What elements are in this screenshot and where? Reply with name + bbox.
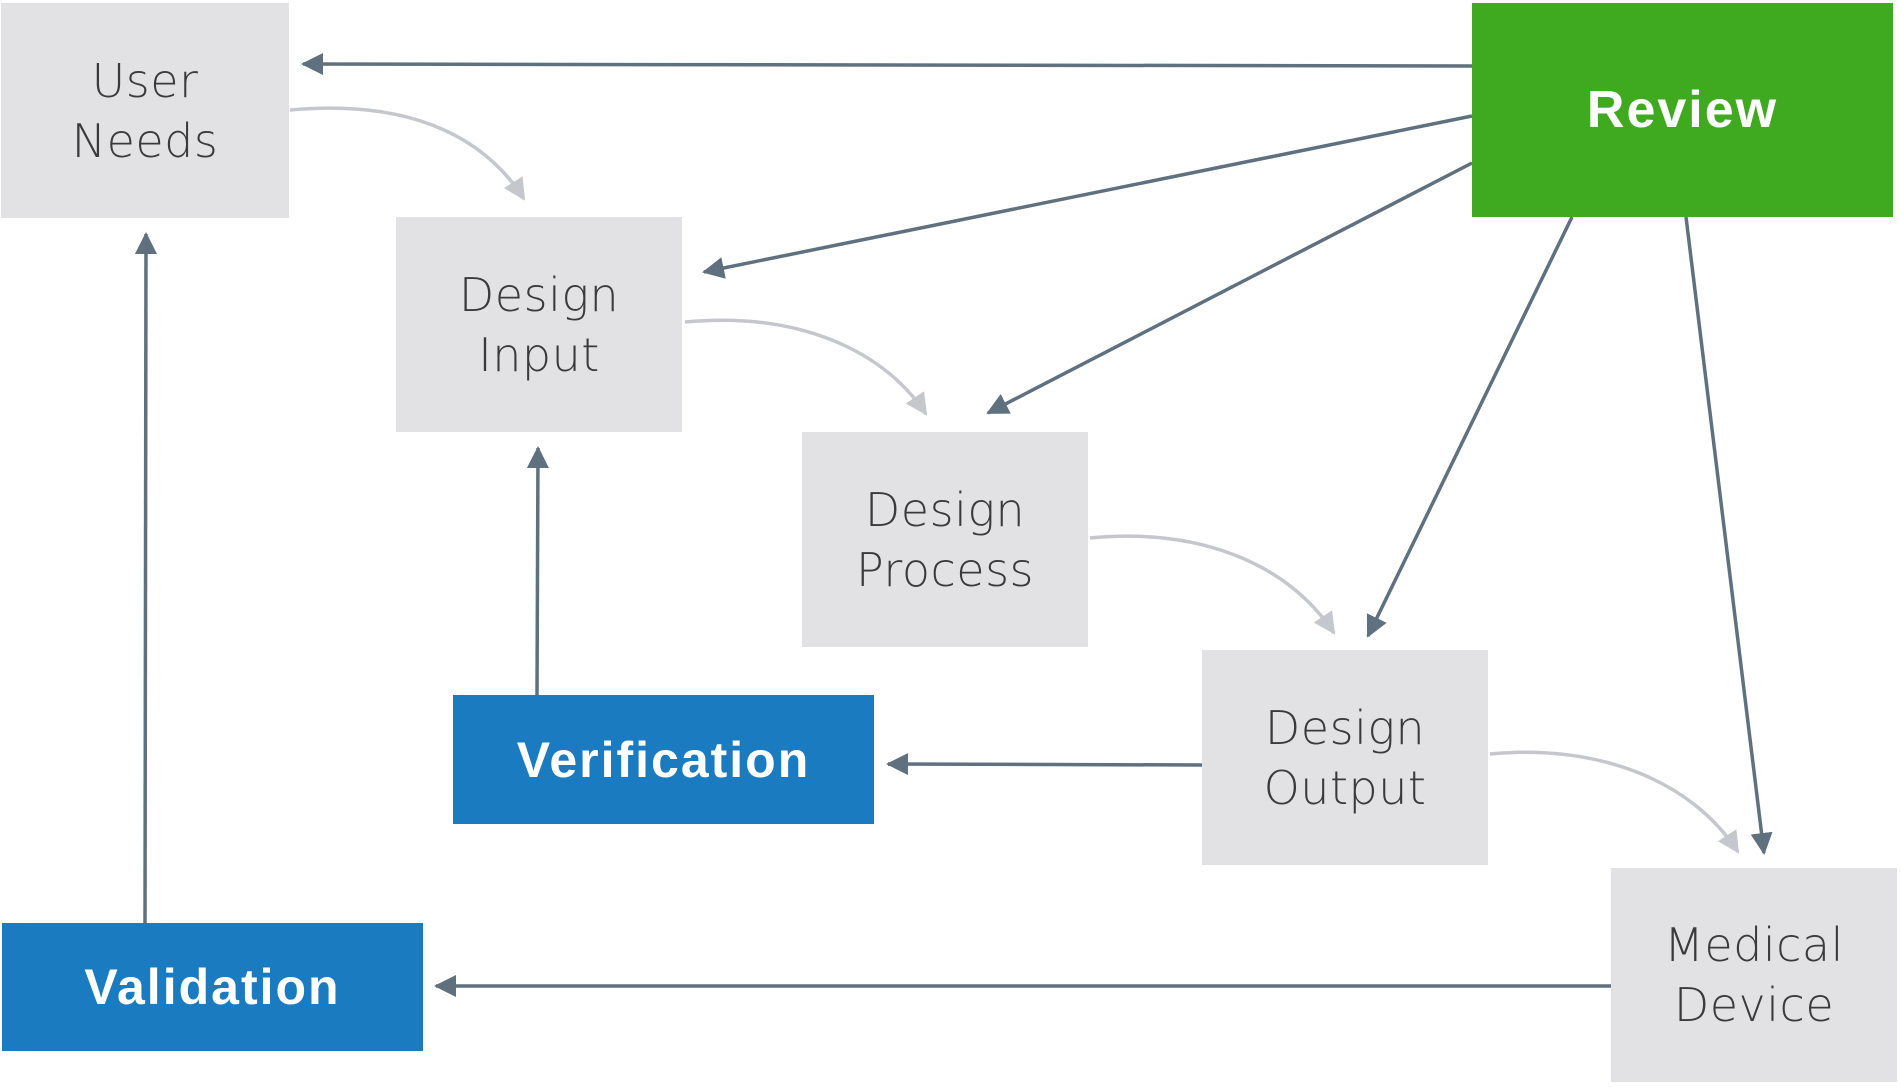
feedback-arrow-review-to-medical-device (1684, 216, 1773, 855)
node-design-output-line1: Design (1264, 700, 1426, 755)
node-verification-label: Verification (516, 731, 811, 788)
node-validation-label: Validation (84, 959, 341, 1015)
node-medical-device-line1: Medical (1664, 918, 1844, 972)
node-design-output-line2: Output (1263, 760, 1427, 815)
feedback-arrow-review-to-design-output (1366, 216, 1574, 638)
node-review-label: Review (1586, 81, 1779, 139)
feedback-arrow-review-to-user-needs (301, 53, 1473, 76)
node-design-process: Design Process (802, 432, 1088, 647)
flow-arrow-user-needs-to-design-input (289, 106, 526, 201)
flow-arrow-design-output-to-medical-device (1489, 750, 1740, 854)
node-design-input-line1: Design (458, 267, 620, 322)
node-design-output: Design Output (1202, 650, 1488, 865)
feedback-arrow-design-output-to-verification (886, 753, 1203, 776)
node-review: Review (1472, 3, 1893, 217)
feedback-arrow-validation-to-user-needs (134, 232, 157, 924)
flow-arrow-design-input-to-design-process (684, 318, 928, 416)
feedback-arrow-verification-to-design-input (526, 446, 549, 696)
node-medical-device: Medical Device (1611, 868, 1897, 1082)
node-user-needs-line2: Needs (71, 113, 219, 168)
feedback-arrow-review-to-design-input (702, 114, 1473, 279)
node-design-input-line2: Input (478, 327, 600, 382)
node-user-needs: User Needs (1, 3, 289, 218)
node-design-input: Design Input (396, 217, 682, 432)
node-verification: Verification (453, 695, 874, 824)
node-validation: Validation (2, 923, 423, 1051)
node-medical-device-line2: Device (1673, 978, 1835, 1032)
feedback-arrow-review-to-design-process (986, 161, 1473, 415)
node-user-needs-line1: User (91, 53, 199, 108)
node-design-process-line2: Process (856, 542, 1034, 597)
node-design-process-line1: Design (864, 482, 1026, 537)
flow-arrow-design-process-to-design-output (1089, 534, 1336, 635)
